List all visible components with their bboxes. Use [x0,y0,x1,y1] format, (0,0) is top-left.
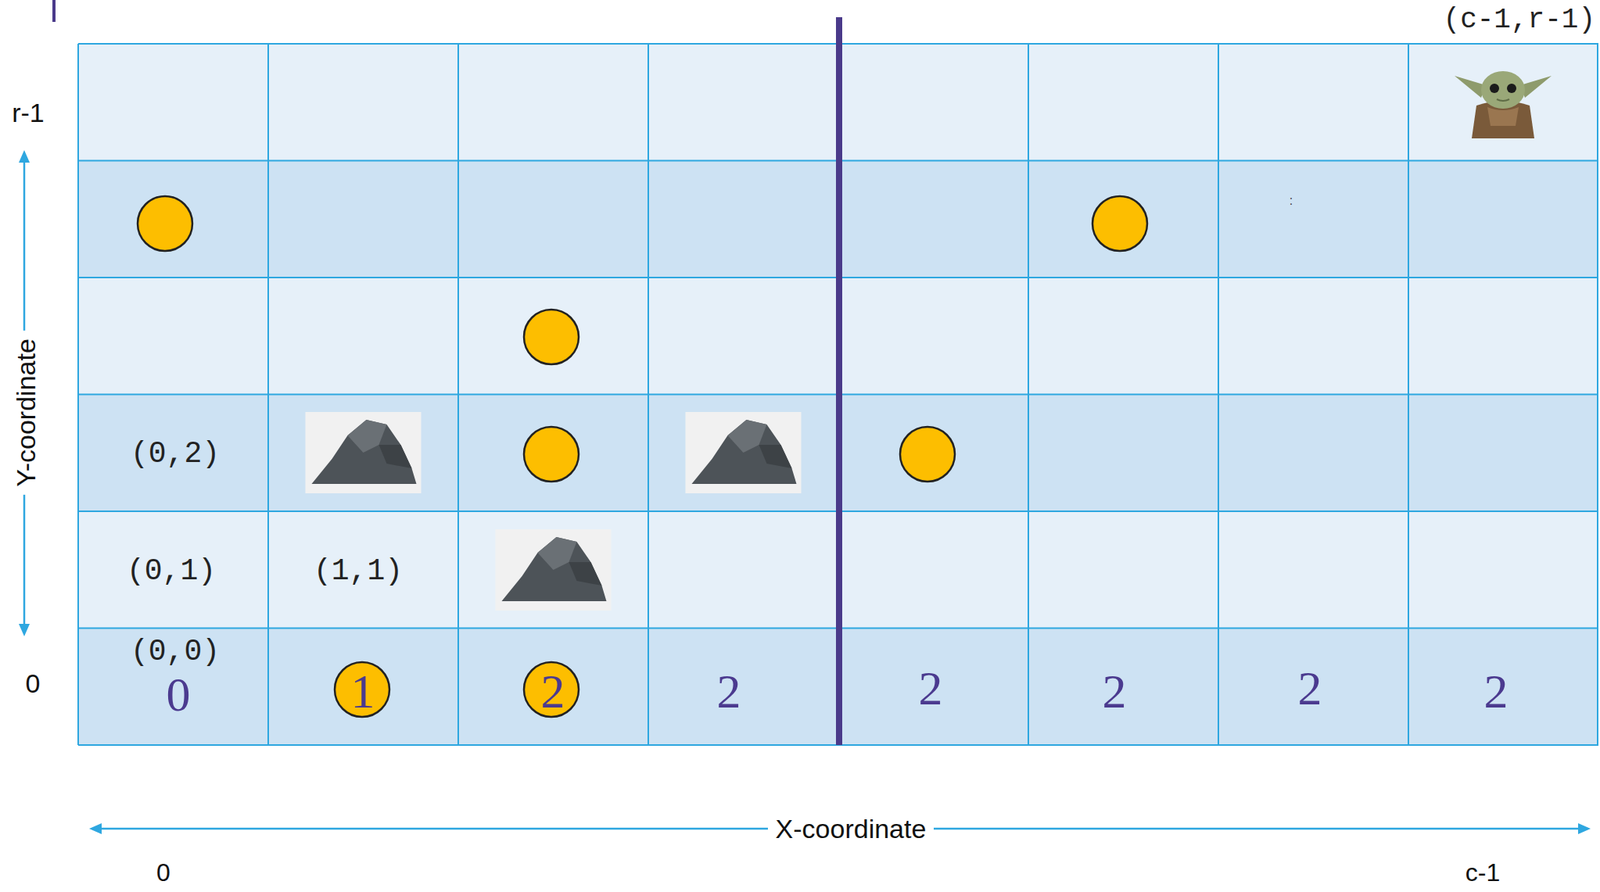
baby-yoda [1454,71,1552,139]
column-count: 2 [717,667,742,716]
rock [305,412,422,494]
cell-coordinate: (0,2) [130,439,220,470]
cell-coordinate: (1,1) [313,556,403,587]
column-count: 2 [1298,663,1323,713]
rock [495,529,612,611]
column-count: 1 [351,667,376,716]
stray-mark: : [1289,194,1293,208]
coin [137,196,1148,718]
axis-tick: 0 [25,670,41,697]
column-count: 2 [918,663,944,713]
column-count: 2 [1102,667,1127,716]
axis-title: X-coordinate [767,814,935,844]
rock [685,412,802,494]
cell-coordinate: (0,1) [126,556,216,587]
axis-tick: c-1 [1465,860,1500,886]
cell-coordinate: (0,0) [130,637,220,668]
axis-tick: 0 [156,860,171,886]
stray-bar [52,0,56,22]
divider-line [835,17,843,746]
column-count: 0 [166,670,191,719]
corner-coordinate: (c-1,r-1) [1443,6,1596,35]
axis-tick: r-1 [11,99,45,126]
axis-title: Y-coordinate [10,330,41,496]
column-count: 2 [541,667,566,716]
column-count: 2 [1484,667,1509,716]
